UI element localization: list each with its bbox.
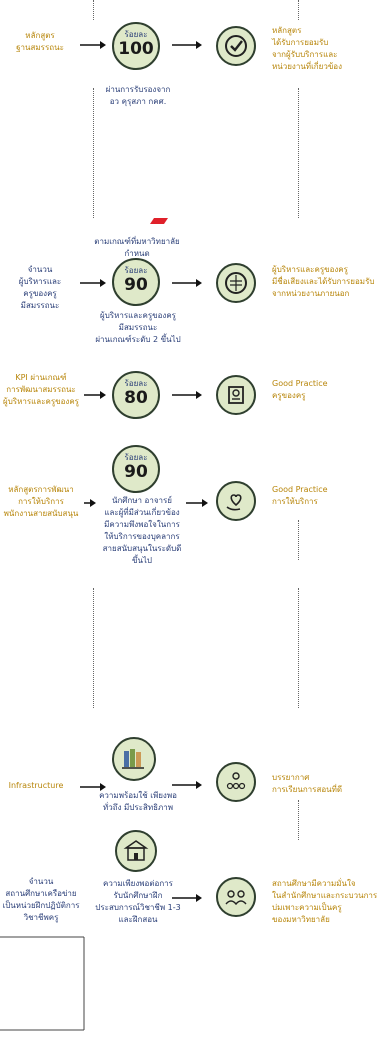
certificate-icon — [216, 375, 256, 415]
arrow-icon — [172, 894, 202, 902]
divider-line — [298, 88, 299, 218]
people-group-icon — [216, 877, 256, 917]
outcome-text: Good Practice ครูของครู — [272, 379, 328, 400]
percent-badge: ร้อยละ 100 — [112, 22, 160, 70]
input-label: หลักสูตร ฐานสมรรถนะ — [16, 31, 64, 52]
divider-line — [93, 88, 94, 218]
arrow-icon — [80, 41, 106, 49]
badge-caption: ความพร้อมใช้ เพียงพอ ทั่วถึง มีประสิทธิภ… — [99, 791, 177, 812]
arrow-icon — [84, 391, 106, 399]
input-label: จำนวน สถานศึกษาเครือข่าย เป็นหน่วยฝึกปฏิ… — [2, 877, 80, 922]
arrow-icon — [172, 781, 202, 789]
input-label: Infrastructure — [8, 781, 64, 790]
badge-value: 90 — [124, 275, 148, 295]
percent-badge: ร้อยละ 80 — [112, 371, 160, 419]
arrow-icon — [80, 279, 106, 287]
badge-label: ร้อยละ — [124, 453, 148, 462]
badge-label: ร้อยละ — [124, 379, 148, 388]
badge-value: 100 — [118, 39, 154, 59]
top-caption: ตามเกณฑ์ที่มหาวิทยาลัย กำหนด — [94, 237, 180, 258]
arrow-icon — [84, 499, 96, 507]
badge-value: 80 — [124, 388, 148, 408]
badge-value: 90 — [124, 462, 148, 482]
input-label: KPI ผ่านเกณฑ์ การพัฒนาสมรรถนะ ผู้บริหารแ… — [3, 373, 79, 406]
input-label: จำนวน ผู้บริหารและ ครูของครู มีสมรรถนะ — [18, 265, 62, 310]
red-mark-icon — [150, 218, 168, 224]
outcome-text: Good Practice การให้บริการ — [272, 485, 328, 506]
badge-caption: ความเพียงพอต่อการ รับนักศึกษาฝึก ประสบกา… — [95, 879, 181, 924]
teacher-class-icon — [216, 762, 256, 802]
badge-caption: นักศึกษา อาจารย์ และผู้ที่มีส่วนเกี่ยวข้… — [102, 496, 182, 565]
outcome-text: บรรยากาศ การเรียนการสอนที่ดี — [272, 773, 343, 794]
arrow-icon — [186, 499, 208, 507]
badge-label: ร้อยละ — [124, 30, 148, 39]
input-label: หลักสูตรการพัฒนา การให้บริการ พนักงานสาย… — [3, 485, 79, 518]
books-icon — [112, 737, 156, 781]
school-icon — [115, 830, 157, 872]
divider-line — [298, 800, 299, 840]
divider-line — [298, 588, 299, 708]
arrow-icon — [172, 41, 202, 49]
arrow-icon — [80, 783, 106, 791]
check-badge-icon — [216, 26, 256, 66]
percent-badge: ร้อยละ 90 — [112, 258, 160, 306]
badge-caption: ผ่านการรับรองจาก อว คุรุสภา กคศ. — [105, 85, 171, 106]
outcome-text: สถานศึกษามีความมั่นใจ ในสำนักศึกษาและกระ… — [272, 879, 378, 924]
connector-line — [0, 936, 85, 1031]
badge-label: ร้อยละ — [124, 266, 148, 275]
arrow-icon — [172, 279, 202, 287]
percent-badge: ร้อยละ 90 — [112, 445, 160, 493]
outcome-text: หลักสูตร ได้รับการยอมรับ จากผู้รับบริการ… — [272, 26, 342, 71]
divider-line — [298, 520, 299, 560]
arrow-icon — [172, 391, 202, 399]
heart-hand-icon — [216, 481, 256, 521]
brain-network-icon — [216, 263, 256, 303]
divider-line — [93, 588, 94, 708]
divider-line — [298, 0, 299, 20]
outcome-text: ผู้บริหารและครูของครู มีชื่อเสียงและได้ร… — [272, 265, 375, 298]
divider-line — [93, 0, 94, 20]
badge-caption: ผู้บริหารและครูของครู มีสมรรถนะ ผ่านเกณฑ… — [95, 311, 181, 344]
